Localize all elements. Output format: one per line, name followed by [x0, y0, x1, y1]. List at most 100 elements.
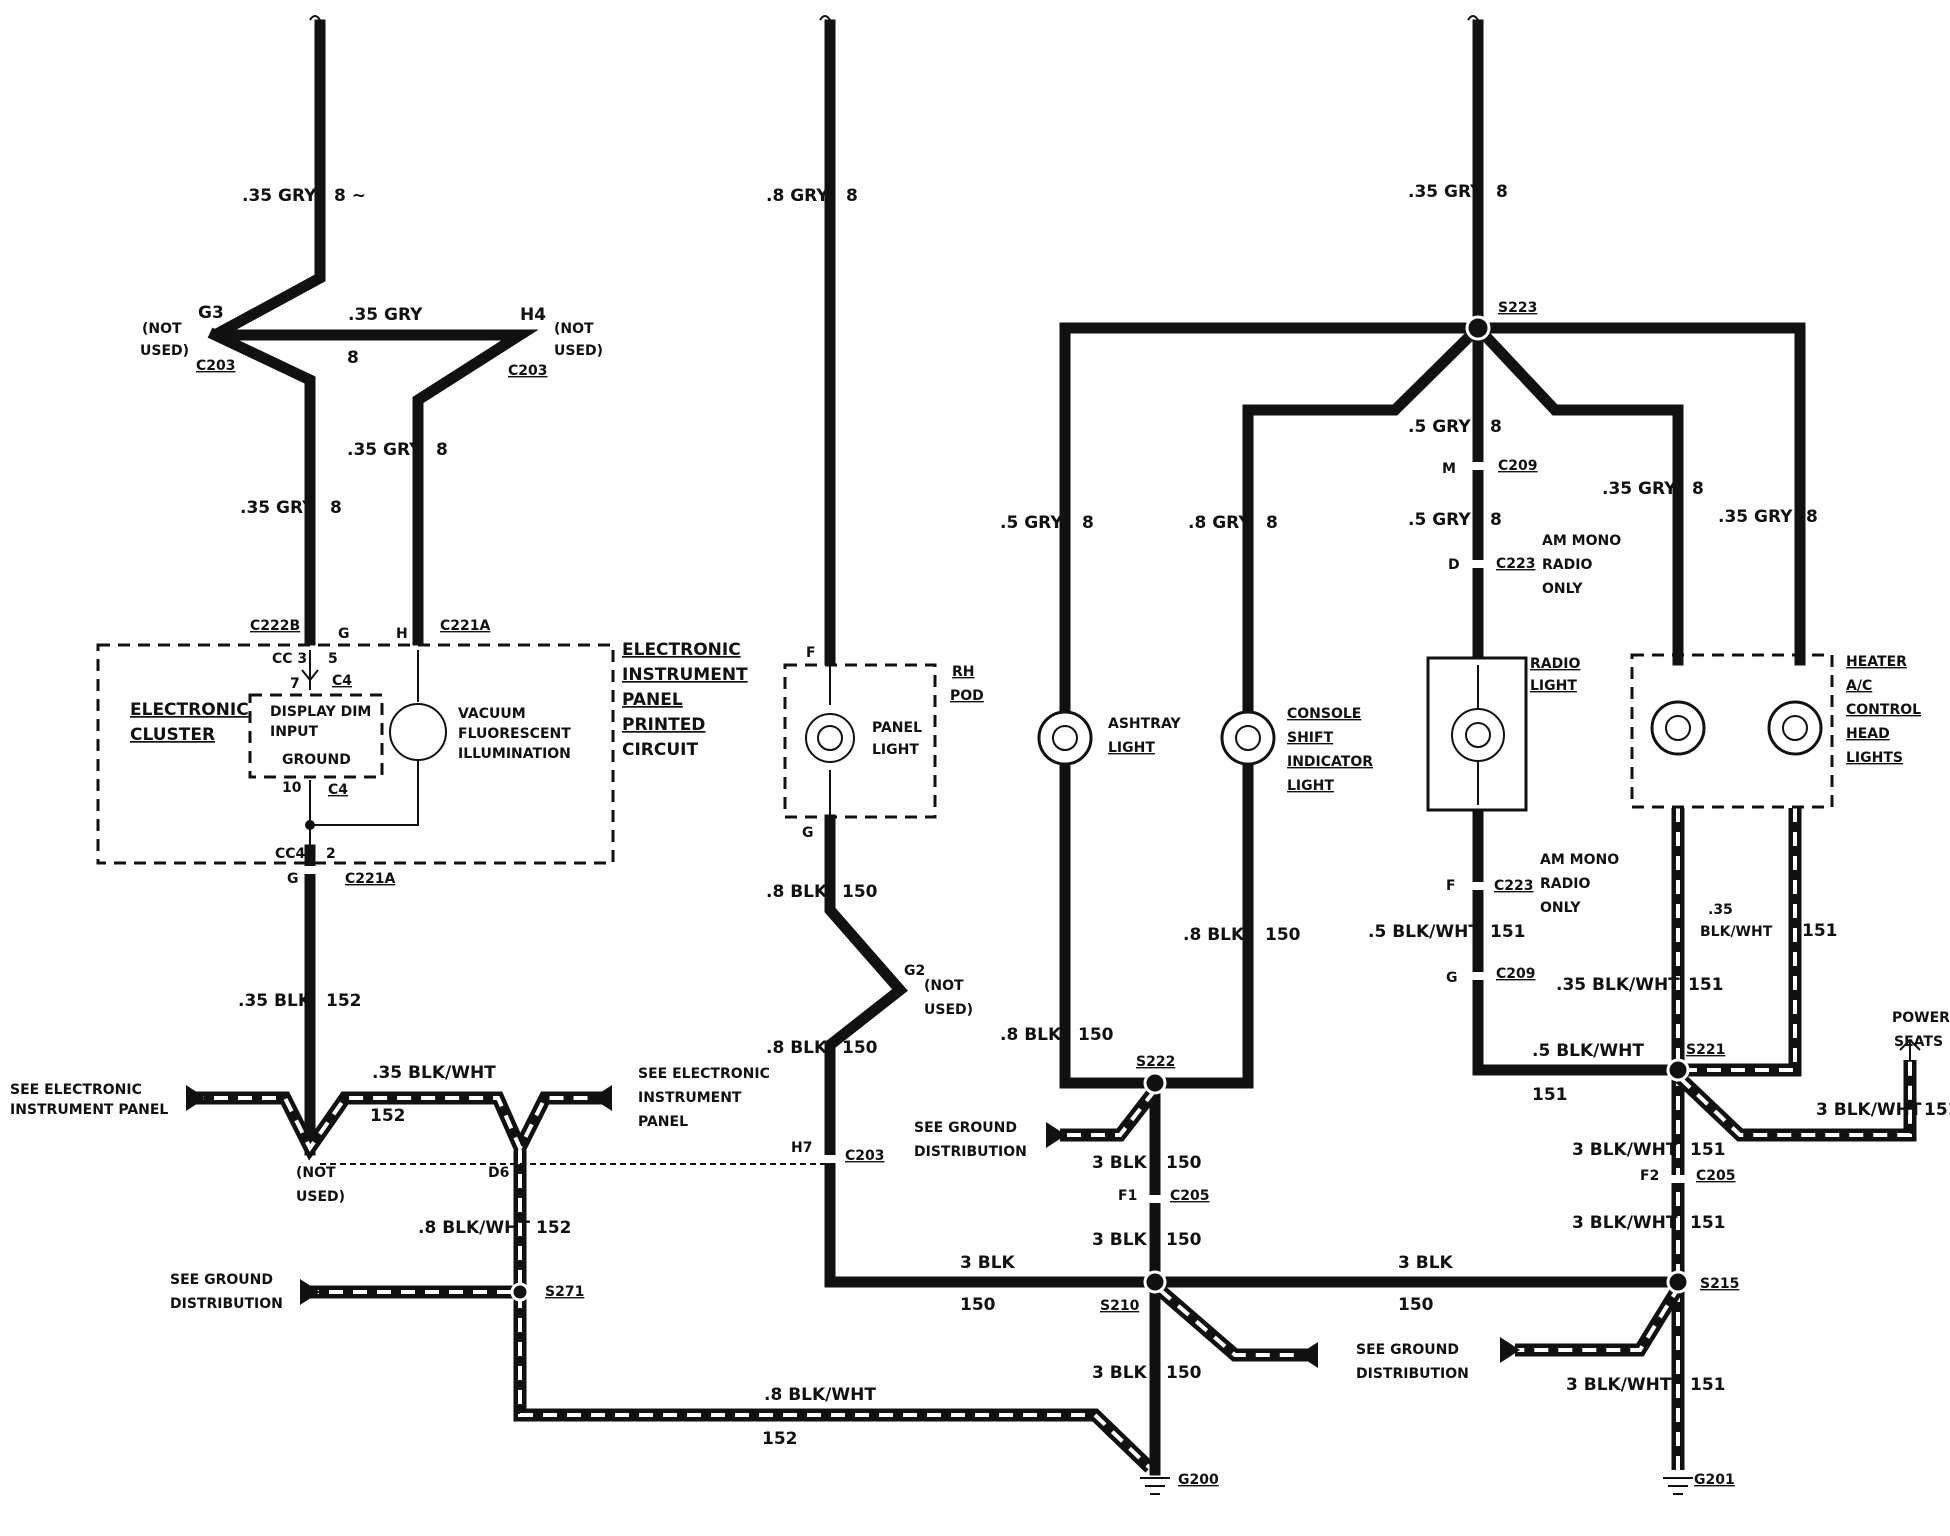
- label: 3 BLK: [1398, 1253, 1454, 1273]
- label: 10: [282, 780, 302, 796]
- label: .5 GRY: [1000, 513, 1063, 533]
- label: RADIO: [1540, 876, 1590, 892]
- label: C221A: [345, 871, 395, 887]
- label: 8: [1496, 182, 1508, 202]
- label: HEAD: [1846, 726, 1890, 742]
- label: M: [1442, 461, 1456, 477]
- label: PRINTED: [622, 715, 705, 735]
- label: RADIO: [1530, 656, 1580, 672]
- label: CC 3: [272, 651, 307, 667]
- label: USED): [140, 343, 189, 359]
- splice-s221: [1666, 1058, 1690, 1082]
- label: INPUT: [270, 724, 319, 740]
- label: PANEL: [638, 1114, 688, 1130]
- label: SEE ELECTRONIC: [10, 1082, 142, 1098]
- label: 3 BLK/WHT: [1572, 1140, 1678, 1160]
- label: ASHTRAY: [1108, 716, 1181, 732]
- heater-box: [1630, 653, 1834, 809]
- label: D: [1448, 557, 1460, 573]
- label: C4: [328, 782, 348, 798]
- label: SEE GROUND: [914, 1120, 1017, 1136]
- label: LIGHT: [872, 742, 919, 758]
- label: .35 GRY: [240, 498, 315, 518]
- label: (NOT: [924, 978, 964, 994]
- label: 8: [436, 440, 448, 460]
- label: 8: [1490, 417, 1502, 437]
- label: G: [802, 825, 814, 841]
- label: ONLY: [1542, 581, 1583, 597]
- label: .35: [1708, 902, 1733, 918]
- label: .5 GRY: [1408, 417, 1471, 437]
- label: 3 BLK/WHT: [1566, 1375, 1672, 1395]
- label: .5 BLK/WHT: [1368, 922, 1480, 942]
- splice-s223: [1465, 315, 1491, 341]
- label: SHIFT: [1287, 730, 1334, 746]
- label: G3: [198, 303, 224, 323]
- arrow-see-eip-right-icon: [592, 1085, 612, 1111]
- label: C203: [196, 358, 236, 374]
- label: USED): [924, 1002, 973, 1018]
- label: 3 BLK/WHT: [1572, 1213, 1678, 1233]
- label: PANEL: [872, 720, 922, 736]
- ground-g200-icon: [1140, 1477, 1170, 1495]
- label: C205: [1696, 1168, 1736, 1184]
- label: D6: [488, 1165, 509, 1181]
- label: SEATS: [1894, 1034, 1943, 1050]
- label: C223: [1494, 878, 1534, 894]
- label: H4: [520, 305, 546, 325]
- label: POWER: [1892, 1010, 1950, 1026]
- label: .35 GRY: [1718, 507, 1793, 527]
- label: (NOT: [142, 321, 182, 337]
- labels: .35 GRY 8 ~ G3 (NOT USED) C203 .35 GRY 8…: [10, 182, 1950, 1488]
- label: CLUSTER: [130, 725, 215, 745]
- label: .35 BLK/WHT: [372, 1063, 496, 1083]
- arrow-see-eip-left-icon: [186, 1085, 206, 1111]
- label: VACUUM: [458, 706, 526, 722]
- label: .8 BLK/WHT: [764, 1385, 876, 1405]
- label: 150: [1166, 1230, 1202, 1250]
- label: INDICATOR: [1287, 754, 1373, 770]
- label: 8: [846, 186, 858, 206]
- cluster-internal-wiring: [301, 650, 447, 860]
- splice-s271: [510, 1282, 530, 1302]
- label: G200: [1178, 1472, 1219, 1488]
- label: 3 BLK: [1092, 1363, 1148, 1383]
- radio-light: [1451, 665, 1505, 805]
- label: 150: [1398, 1295, 1434, 1315]
- label: G201: [1694, 1472, 1735, 1488]
- label: .35 GRY: [242, 186, 317, 206]
- label: .8 BLK: [1183, 925, 1245, 945]
- label: S222: [1136, 1054, 1175, 1070]
- label: SEE GROUND: [170, 1272, 273, 1288]
- label: .35 GRY: [1602, 479, 1677, 499]
- label: USED): [296, 1189, 345, 1205]
- label: (NOT: [296, 1165, 336, 1181]
- label: 8: [1266, 513, 1278, 533]
- label: 151: [1924, 1100, 1950, 1120]
- heater-stripe-wires: [1060, 808, 1917, 1470]
- label: .5 GRY: [1408, 510, 1471, 530]
- label: C203: [508, 363, 548, 379]
- label: 150: [842, 1038, 878, 1058]
- label: .8 BLK: [766, 1038, 828, 1058]
- label: G: [338, 626, 350, 642]
- label: POD: [950, 688, 984, 704]
- label: C209: [1498, 458, 1538, 474]
- label: .35 GRY: [1408, 182, 1483, 202]
- label: 152: [326, 991, 362, 1011]
- label: 8: [1806, 507, 1818, 527]
- label: CIRCUIT: [622, 740, 698, 760]
- label: ONLY: [1540, 900, 1581, 916]
- label: .5 BLK/WHT: [1532, 1041, 1644, 1061]
- label: .8 BLK/WHT: [418, 1218, 530, 1238]
- label: A/C: [1846, 678, 1872, 694]
- label: F: [1446, 878, 1456, 894]
- label: CC4: [275, 846, 306, 862]
- label: AM MONO: [1542, 533, 1621, 549]
- label: 152: [370, 1106, 406, 1126]
- ashtray-light: [1037, 710, 1093, 766]
- label: H7: [791, 1140, 812, 1156]
- label: S271: [545, 1284, 584, 1300]
- arrow-see-ground-left-icon: [300, 1279, 320, 1305]
